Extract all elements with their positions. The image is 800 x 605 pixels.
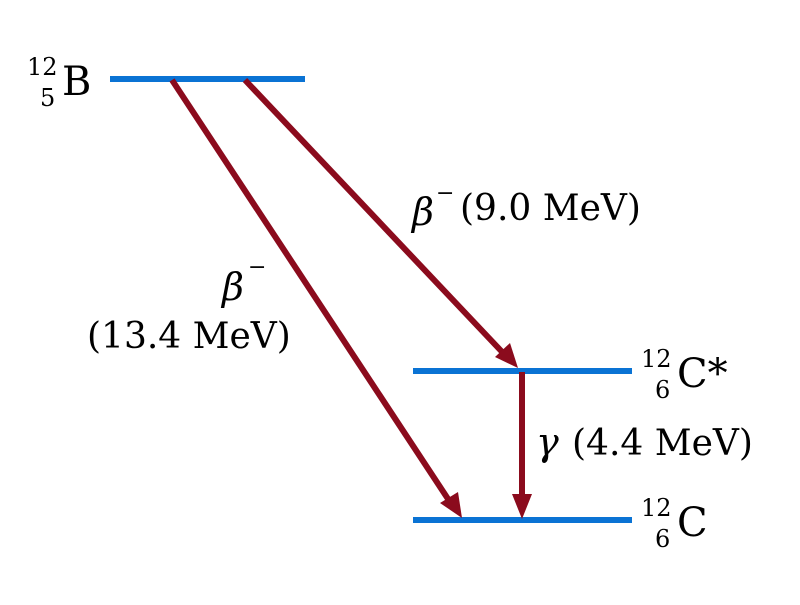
beta-to-excited-energy: (9.0 MeV): [460, 188, 641, 229]
beta-to-excited-charge: −: [436, 181, 454, 206]
c12-ground-mass-number: 12: [641, 494, 672, 522]
arrow-beta-to-ground: [169, 78, 462, 518]
b12-mass-number: 12: [27, 53, 58, 81]
arrow-gamma: [512, 372, 532, 519]
label-beta-to-ground: β − (13.4 MeV): [87, 255, 291, 357]
gamma-particle: γ: [536, 420, 559, 464]
beta-to-ground-energy: (13.4 MeV): [87, 316, 291, 357]
b12-atomic-number: 5: [40, 84, 55, 112]
c12-excited-symbol: C*: [677, 351, 728, 397]
beta-to-excited-particle: β: [410, 190, 434, 234]
arrow-beta-to-excited: [242, 77, 518, 368]
c12-ground-symbol: C: [677, 500, 708, 546]
label-c12-ground: 12 6 C: [641, 494, 708, 553]
label-b12: 12 5 B: [27, 53, 91, 112]
beta-to-ground-particle: β: [220, 265, 244, 309]
gamma-energy: (4.4 MeV): [572, 423, 753, 464]
c12-excited-mass-number: 12: [641, 345, 672, 373]
label-beta-to-excited: β − (9.0 MeV): [410, 181, 641, 234]
c12-ground-atomic-number: 6: [655, 525, 670, 553]
b12-symbol: B: [62, 59, 91, 105]
beta-to-ground-charge: −: [248, 255, 266, 280]
c12-excited-atomic-number: 6: [655, 376, 670, 404]
label-c12-excited: 12 6 C*: [641, 345, 728, 404]
label-gamma: γ (4.4 MeV): [536, 420, 753, 464]
